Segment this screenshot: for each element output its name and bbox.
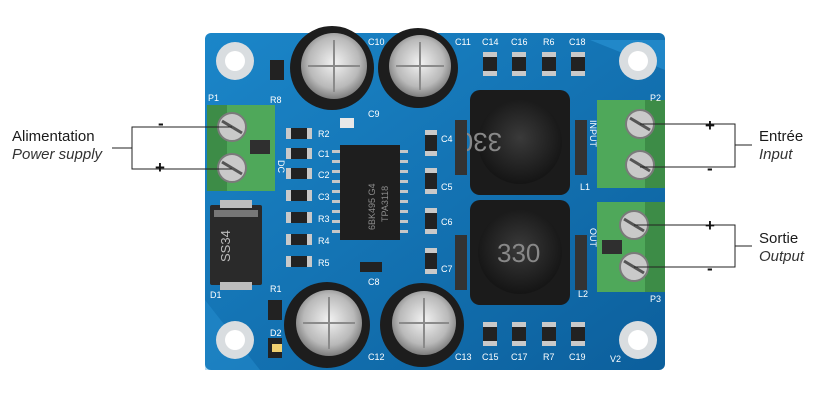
svg-text:C15: C15 (482, 352, 499, 362)
amplifier-chip: 6BK495 G4 TPA3118 (332, 145, 408, 240)
chip-marking-2: TPA3118 (380, 186, 390, 222)
svg-text:C12: C12 (368, 352, 385, 362)
output-label-fr: Sortie (759, 230, 799, 247)
chip-marking-1: 6BK495 G4 (367, 183, 377, 230)
svg-text:L1: L1 (580, 182, 590, 192)
svg-text:DC: DC (276, 160, 286, 173)
svg-text:C18: C18 (569, 37, 586, 47)
svg-text:R6: R6 (543, 37, 555, 47)
svg-text:P3: P3 (650, 294, 661, 304)
svg-text:C14: C14 (482, 37, 499, 47)
input-label-en: Input (759, 146, 793, 163)
diode-marking: SS34 (218, 230, 233, 262)
capacitor-c10 (290, 26, 374, 110)
power-plus-sign: + (155, 158, 165, 177)
svg-text:C8: C8 (368, 277, 380, 287)
svg-text:C2: C2 (318, 170, 330, 180)
svg-text:C11: C11 (455, 37, 471, 47)
svg-text:C5: C5 (441, 182, 453, 192)
output-terminal (597, 202, 665, 292)
svg-text:C7: C7 (441, 264, 453, 274)
input-label-fr: Entrée (759, 128, 804, 145)
capacitor-c13 (380, 283, 464, 367)
svg-text:C19: C19 (569, 352, 586, 362)
svg-text:V2: V2 (610, 354, 621, 364)
svg-text:R4: R4 (318, 236, 330, 246)
svg-text:C6: C6 (441, 217, 453, 227)
output-plus-sign: + (705, 216, 715, 235)
capacitor-c12 (284, 282, 370, 368)
silkscreen: P1 P2 P3 D1 D2 R1 R8 V2 C8 C9 C10 C11 C1… (208, 37, 661, 364)
svg-text:C13: C13 (455, 352, 472, 362)
input-plus-sign: + (705, 116, 715, 135)
inductor-l1: 330 (459, 90, 570, 195)
svg-text:C3: C3 (318, 192, 330, 202)
power-supply-label-fr: Alimentation (12, 128, 95, 145)
svg-text:C1: C1 (318, 149, 330, 159)
svg-text:D1: D1 (210, 290, 222, 300)
output-minus-sign: - (707, 259, 713, 278)
svg-text:R3: R3 (318, 214, 330, 224)
svg-text:C17: C17 (511, 352, 528, 362)
svg-text:L2: L2 (578, 289, 588, 299)
smd-components (268, 52, 587, 358)
output-label: Sortie Output (759, 230, 804, 266)
input-minus-sign: - (707, 159, 713, 178)
power-minus-sign: - (158, 114, 164, 133)
mounting-holes (216, 42, 657, 359)
svg-text:R5: R5 (318, 258, 330, 268)
svg-text:R8: R8 (270, 95, 282, 105)
svg-text:C4: C4 (441, 134, 453, 144)
output-label-en: Output (759, 248, 805, 265)
svg-text:C16: C16 (511, 37, 528, 47)
svg-text:P2: P2 (650, 93, 661, 103)
svg-text:P1: P1 (208, 93, 219, 103)
power-supply-label: Alimentation Power supply (12, 128, 102, 164)
svg-text:R1: R1 (270, 284, 282, 294)
svg-text:R2: R2 (318, 129, 330, 139)
diode-d1: SS34 (210, 200, 262, 290)
power-supply-label-en: Power supply (12, 146, 103, 163)
input-terminal (597, 100, 665, 188)
power-terminal (207, 105, 275, 191)
svg-text:R7: R7 (543, 352, 555, 362)
svg-text:OUT: OUT (588, 228, 598, 248)
svg-text:C10: C10 (368, 37, 385, 47)
input-label: Entrée Input (759, 128, 803, 164)
capacitor-c11 (378, 28, 458, 108)
inductor-l2: 330 (470, 200, 570, 305)
svg-text:INPUT: INPUT (588, 120, 598, 148)
svg-text:D2: D2 (270, 328, 282, 338)
inductor-l2-value: 330 (497, 238, 540, 268)
svg-text:C9: C9 (368, 109, 380, 119)
